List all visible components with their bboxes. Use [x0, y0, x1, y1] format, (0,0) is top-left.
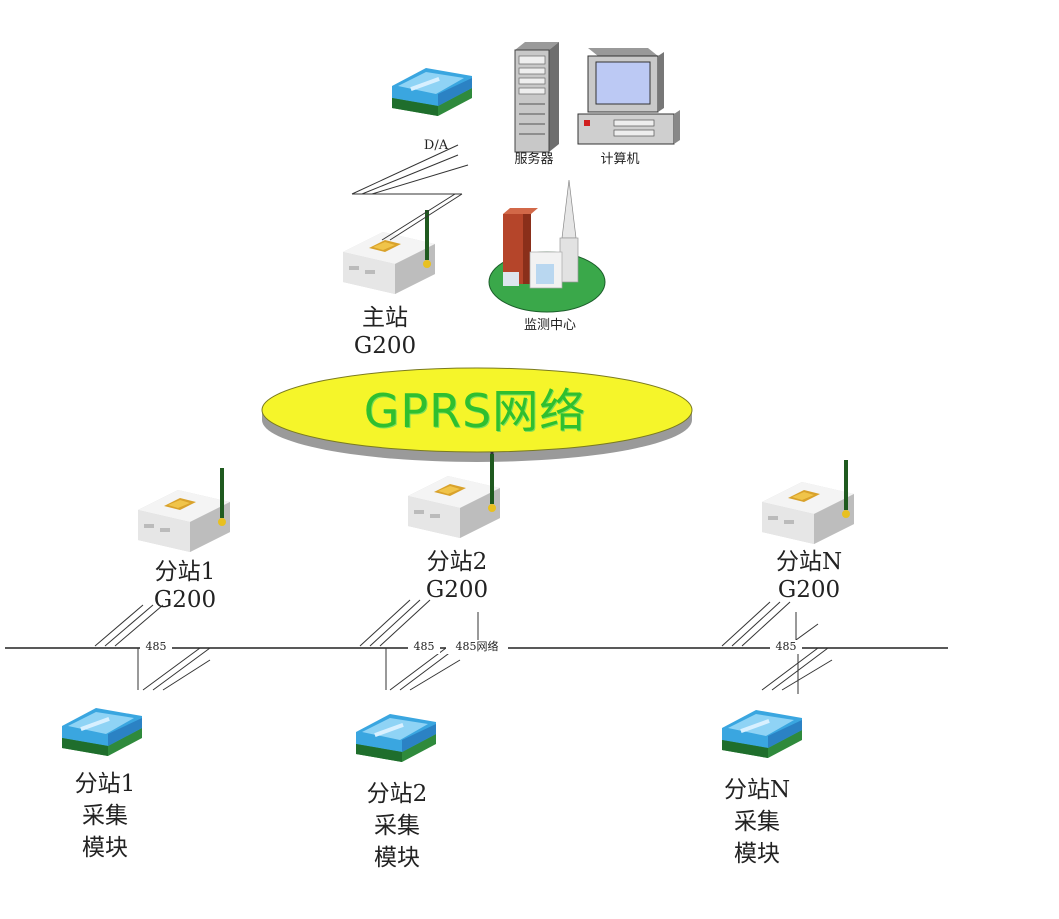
module-1-label-line1: 分站1: [74, 771, 136, 797]
da-converter-icon: [392, 68, 472, 116]
computer-icon: [577, 48, 680, 145]
module-2-label-line2: 采集: [374, 813, 420, 839]
substation-2-g200-icon: [406, 452, 502, 540]
substation-1-model: G200: [153, 587, 217, 613]
substation-1-g200-icon: [136, 466, 232, 554]
rs485-port-label-n: 485: [770, 640, 802, 654]
substation-n-label: 分站N: [775, 549, 843, 575]
substation-1-links: [94, 604, 211, 691]
master-wireless-link: [351, 144, 469, 241]
substation-2-label: 分站2: [426, 549, 488, 575]
module-n-label-line2: 采集: [734, 809, 780, 835]
gprs-network-ellipse: [261, 367, 693, 462]
master-station-model: G200: [353, 333, 417, 359]
rs485-port-label-2: 485: [408, 640, 440, 654]
computer-label: 计算机: [600, 152, 640, 167]
module-2-label-line1: 分站2: [366, 781, 428, 807]
substation-2-model: G200: [425, 577, 489, 603]
server-label: 服务器: [514, 152, 554, 167]
rs485-port-label-1: 485: [140, 640, 172, 654]
master-station-label: 主站: [362, 305, 408, 331]
substation-n-links: [721, 601, 833, 694]
master-g200-device-icon: [341, 208, 437, 296]
server-icon: [514, 42, 559, 153]
building-icon: [488, 179, 606, 313]
substation-1-module-icon: [62, 708, 142, 756]
da-label: D/A: [423, 138, 449, 153]
substation-n-module-icon: [722, 710, 802, 758]
substation-n-g200-icon: [760, 458, 856, 546]
module-n-label-line3: 模块: [734, 841, 780, 867]
substation-2-module-icon: [356, 714, 436, 762]
substation-1-label: 分站1: [154, 559, 216, 585]
module-1-label-line2: 采集: [82, 803, 128, 829]
monitoring-center-label: 监测中心: [523, 318, 576, 333]
module-n-label-line1: 分站N: [723, 777, 791, 803]
gprs-network-label: GPRS网络: [363, 384, 587, 438]
module-1-label-line3: 模块: [82, 835, 128, 861]
rs485-network-label: 485网络: [446, 640, 508, 654]
substation-n-model: G200: [777, 577, 841, 603]
substation-2-links: [359, 599, 479, 691]
module-2-label-line3: 模块: [374, 845, 420, 871]
